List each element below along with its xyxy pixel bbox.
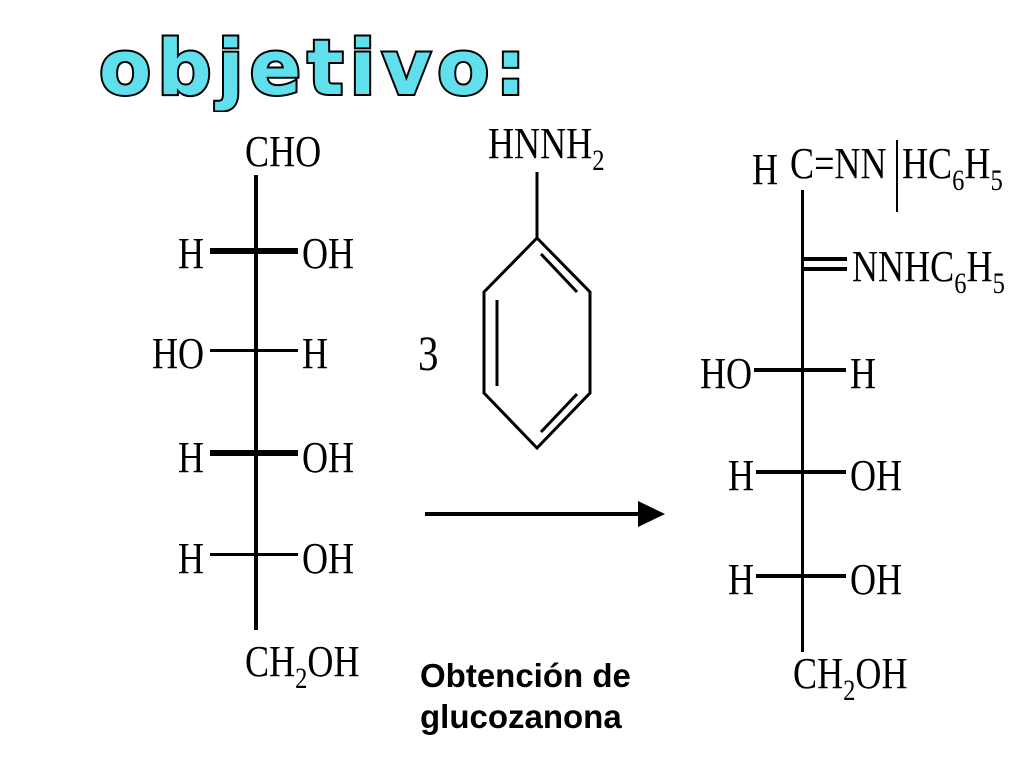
glucose-c4-bond [210,450,298,456]
glucose-c5-right: OH [302,534,355,583]
product-c3-bond [754,368,846,372]
glucose-c2-bond [210,248,298,254]
product-c4-bond [756,470,846,474]
title-text: objetivo: [99,23,532,112]
reagent-coefficient: 3 [418,325,439,381]
product-c1-divider [896,140,898,212]
product-c3-left: HO [700,349,753,398]
product-c1-h: H [752,145,779,194]
glucose-c3-bond [210,349,298,352]
glucose-bottom-group: CH2OH [245,637,360,695]
glucose-c2-right: OH [302,229,355,278]
caption-line-1: Obtención de [420,657,631,694]
product-c2-group: NNHC6H5 [852,242,1005,300]
glucose-c4-right: OH [302,433,355,482]
product-c4-left: H [728,451,755,500]
product-c2-double-bond-b [803,267,847,271]
glucose-c2-left: H [178,229,205,278]
arrow-head [638,501,665,527]
glucose-backbone [254,175,258,630]
ring-outline [482,235,592,451]
slide-title: objetivo: [95,21,615,114]
product-c1-phenyl: HC6H5 [902,139,1003,197]
product-c5-bond [756,574,846,578]
glucose-c3-right: H [302,329,329,378]
ring-double-bond-3 [539,392,579,434]
title-graphic: objetivo: [97,21,532,114]
product-backbone [801,190,804,652]
caption-line-2: glucozanona [420,698,622,735]
product-bottom-group: CH2OH [793,649,908,707]
glucose-c3-left: HO [152,329,205,378]
product-c4-right: OH [850,451,903,500]
product-c2-double-bond-a [803,257,847,261]
glucose-top-group: CHO [245,127,322,176]
product-c1-hydrazone: C=NN [790,139,887,188]
reagent-label: HNNH2 [488,119,605,177]
product-c5-right: OH [850,555,903,604]
ring-double-bond-1 [539,252,579,294]
glucose-c5-bond [210,553,298,556]
product-c3-right: H [850,349,877,398]
glucose-c5-left: H [178,534,205,583]
caption: Obtención de glucozanona [420,655,631,737]
product-c5-left: H [728,555,755,604]
glucose-c4-left: H [178,433,205,482]
